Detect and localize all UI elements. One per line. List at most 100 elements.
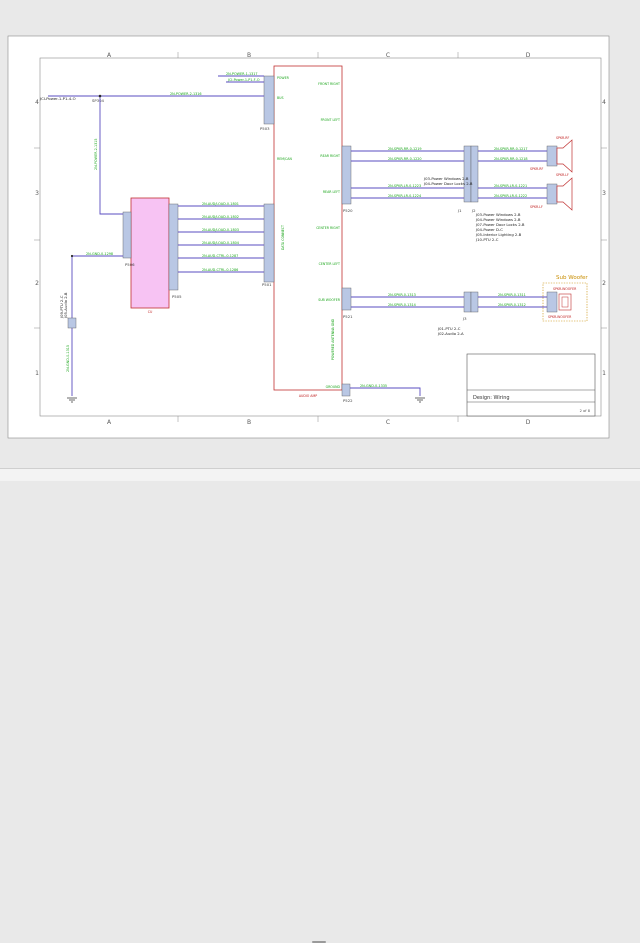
connector-spkr-rf [546,145,558,167]
amp-pin-sub-woofer: SUB WOOFER [318,298,341,302]
col-label-d-top: D [526,52,531,59]
drawing-frame [39,57,602,417]
col-label-c-bottom: C [386,419,390,426]
connector-p522 [341,383,351,397]
amp-pin-center-left: CENTER LEFT [319,262,340,266]
note-sub-block-1: J01-PTU 2-C [437,326,461,331]
note-mid-block-2: J04-Power Windows 2-B [475,217,521,222]
row-label-2-right: 2 [602,280,606,287]
amp-pin-front-right: FRONT RIGHT [318,82,340,86]
splice-dot [98,94,102,98]
wire-power-in: 2N-POWER-1-1317 [226,72,258,76]
wire-batt: JCI-Power-1-P1-4-O [39,96,76,101]
connector-j2 [470,145,479,203]
sub-woofer-group[interactable]: Sub Woofer SPKR-WOOFER SPKR-WOOFER [542,275,588,322]
wire-cu-5: 2N-AUD-CTRL-0-1287 [202,254,238,258]
wire-rl-neg: 2N-SPKR-LR-0-1224 [388,194,421,198]
wire-vertical-a: 2N-POWER-2-1315 [94,138,98,170]
ref-p501: P501 [262,282,272,287]
wire-cu-2: 2N-AUD/LOAD-0-1802 [202,215,239,219]
row-label-4-right: 4 [602,99,606,106]
wire-gnd-right: 2N-GND-0-1335 [360,384,387,388]
ref-p521: P521 [343,314,353,319]
wire-cu-3: 2N-AUD/LOAD-0-1803 [202,228,239,232]
amp-pin-rear-right: REAR RIGHT [320,154,340,158]
amp-pin-data: DATA CONNECT [281,225,285,250]
note-mid-top-1: J03-Power Windows 2-B [423,176,469,181]
col-label-d-bottom: D [526,419,531,426]
audio-amp[interactable]: AUDIO AMP FRONT RIGHT FRONT LEFT REAR RI… [273,65,343,398]
row-label-4-left: 4 [35,99,39,106]
ground-symbol-left [67,397,77,403]
wire-cu-4: 2N-AUD/LOAD-0-1804 [202,241,239,245]
note-sub-block-2: J02-Audio 2-A [437,331,464,336]
col-label-a-top: A [107,52,112,59]
ref-splice: SP304 [92,98,105,103]
speaker-rf-label: SPKR-RF [530,167,543,171]
col-label-a-bottom: A [107,419,112,426]
ref-p505: P505 [172,294,182,299]
connector-j1 [463,145,472,203]
ref-p503: P503 [260,126,270,131]
wire-rl-pos: 2N-SPKR-LR-0-1223 [388,184,421,188]
wire-sw-neg-out: 2N-SPKR-0-1312 [498,303,526,307]
schematic-sheet: A B C D A B C D 4 3 2 1 4 3 2 1 Design: … [7,35,610,439]
amp-pin-power: POWER [277,76,290,80]
wire-cu-6: 2N-AUD-CTRL-0-1286 [202,268,238,272]
wire-sw-pos-out: 2N-SPKR-0-1311 [498,293,526,297]
ground-symbol-right [415,397,425,403]
row-label-3-left: 3 [35,190,39,197]
connector-p505 [168,203,179,291]
connector-p506 [122,211,132,259]
col-label-b-bottom: B [247,419,251,426]
note-left-vertical-1: J09-PTU 2-C [59,295,64,319]
wire-rl-neg-out: 2N-SPKR-LR-0-1222 [494,194,527,198]
row-label-1-left: 1 [35,370,39,377]
amp-pin-bus: BUS [277,96,284,100]
ref-p506: P506 [125,262,135,267]
sheet-number: 2 of 8 [580,409,591,413]
row-label-1-right: 1 [602,370,606,377]
audio-amp-label: AUDIO AMP [299,394,317,398]
bottom-bar [0,468,640,943]
col-label-b-top: B [247,52,251,59]
cu-label: CU [148,310,153,314]
note-mid-block-1: J03-Power Windows 2-B [475,212,521,217]
ref-j3: J3 [462,316,467,321]
note-mid-top-2: J04-Power Door Locks 2-B [423,181,473,186]
wire-sw-pos: 2N-SPKR-0-1313 [388,293,416,297]
wire-rr-pos-out: 2N-SPKR-RR-0-1217 [494,147,528,151]
note-mid-block-3: J07-Power Door Locks 2-B [475,222,525,227]
wire-sw-neg: 2N-SPKR-0-1314 [388,303,416,307]
connector-p520 [341,145,352,205]
connector-spkr-lf [546,183,558,205]
wire-rr-pos: 2N-SPKR-RR-0-1219 [388,147,422,151]
amp-pin-antenna: POWERED ANTENNA GND [331,318,335,360]
note-mid-block-6: J10-PTU 2-C [475,237,499,242]
connector-p521 [341,287,352,311]
connector-left-fuse [67,317,77,329]
speaker-lf[interactable]: SPKR-LF [530,177,573,211]
wire-rr-neg: 2N-SPKR-RR-0-1220 [388,157,422,161]
amp-pin-rear-left: REAR LEFT [323,190,340,194]
wire-set [48,75,547,396]
wire-power-in2: JCI-Power-1-P1-F-O [227,78,260,82]
ref-p520: P520 [343,208,353,213]
row-label-2-left: 2 [35,280,39,287]
ref-j2: J2 [471,208,476,213]
note-mid-block-5: J05-Interior Lighting 2-B [475,232,522,237]
wire-cu-1: 2N-AUD/LOAD-0-1801 [202,202,239,206]
connector-p503 [263,75,275,125]
sub-woofer-inner-label: SPKR-WOOFER [553,287,577,291]
row-label-3-right: 3 [602,190,606,197]
grid-ticks [34,52,607,422]
speaker-rf[interactable]: SPKR-RF [530,139,573,173]
wire-rl-pos-out: 2N-SPKR-LR-0-1221 [494,184,527,188]
control-unit-cu[interactable]: CU [130,197,170,314]
title-block: Design: Wiring 2 of 8 [466,353,596,417]
design-label: Design: Wiring [473,395,510,401]
speaker-rf-top-label: SPKR-RF [556,136,569,140]
sub-woofer-label: SPKR-WOOFER [548,315,572,319]
connector-j3a [463,291,472,313]
